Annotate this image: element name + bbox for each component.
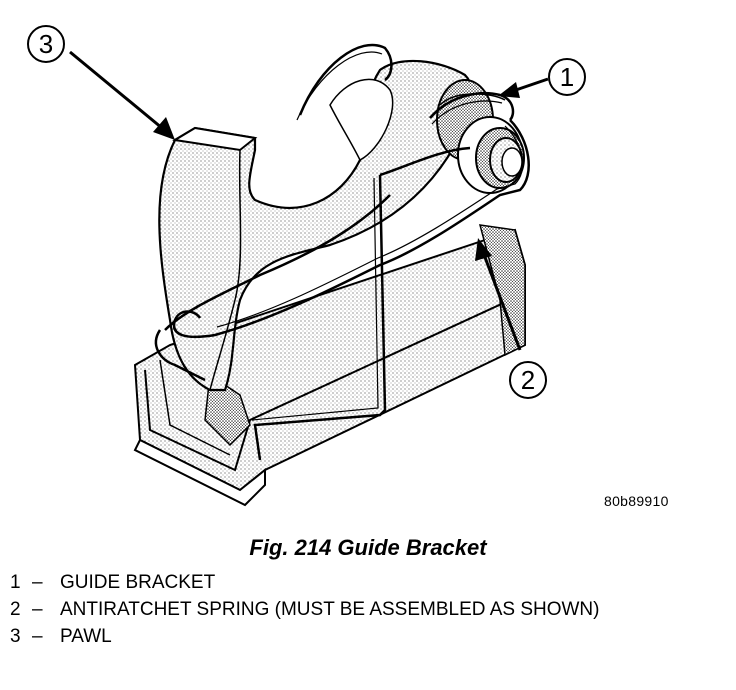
pawl [158,59,474,392]
callout-2-label: 2 [521,365,535,395]
legend-item-dash: – [32,599,43,620]
legend-item-2: 2 – ANTIRATCHET SPRING (MUST BE ASSEMBLE… [10,599,730,621]
legend-item-dash: – [32,626,43,647]
callout-1: 1 [548,58,586,96]
callout-3-label: 3 [39,29,53,59]
legend-item-number: 2 [10,599,21,620]
callout-3: 3 [27,25,65,63]
antiratchet-spring [154,43,530,461]
leader-arrow-3 [69,50,175,140]
guide-bracket-body [133,224,526,507]
pivot-shaft [436,79,525,194]
legend-item-text: PAWL [60,626,112,647]
legend-item-text: ANTIRATCHET SPRING (MUST BE ASSEMBLED AS… [60,599,600,620]
figure-code: 80b89910 [604,493,669,509]
legend-list: 1 – GUIDE BRACKET 2 – ANTIRATCHET SPRING… [10,572,730,653]
legend-item-3: 3 – PAWL [10,626,730,648]
callout-2: 2 [509,361,547,399]
figure-caption: Fig. 214 Guide Bracket [249,535,487,560]
legend-item-number: 3 [10,626,21,647]
legend-item-text: GUIDE BRACKET [60,572,216,593]
leader-arrow-1 [498,77,549,98]
callout-1-label: 1 [560,62,574,92]
legend-item-number: 1 [10,572,21,593]
guide-bracket-illustration: 1 2 3 [27,25,586,507]
legend-item-dash: – [32,572,43,593]
leader-arrow-2 [475,238,522,351]
legend-item-1: 1 – GUIDE BRACKET [10,572,730,594]
